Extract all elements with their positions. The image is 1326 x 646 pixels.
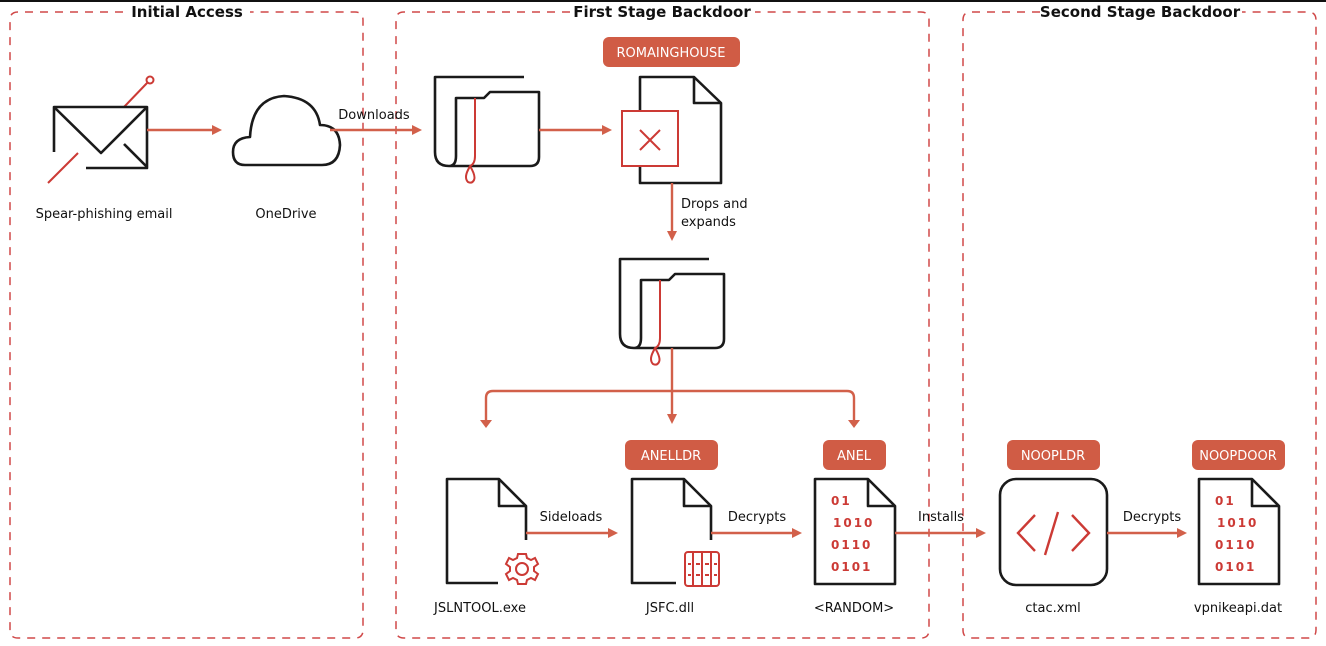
binary-row: 0101	[831, 560, 872, 574]
node-label: <RANDOM>	[814, 601, 894, 616]
badge-label: ANEL	[837, 449, 872, 464]
edge-label-installs: Installs	[918, 510, 964, 525]
binary-file-icon: 01 1010 0110 0101	[1197, 477, 1281, 586]
gear-icon	[504, 553, 540, 585]
edge-label-decrypts-2: Decrypts	[1123, 510, 1182, 525]
edge-label-sideloads: Sideloads	[540, 510, 603, 525]
binary-file-icon: 01 1010 0110 0101	[813, 477, 897, 586]
binary-row: 0110	[1215, 538, 1256, 552]
binary-row: 1010	[1217, 516, 1258, 530]
node-vpnikeapi-dat[interactable]: NOOPDOOR 01 1010 0110 0101 vpnikeapi.dat	[1192, 440, 1285, 616]
badge-romainghouse	[603, 37, 740, 67]
node-jsfc-dll[interactable]: ANELLDR JSFC.dll	[625, 440, 720, 616]
badge-noopdoor	[1192, 440, 1285, 470]
malicious-document-icon	[621, 75, 723, 185]
group-title-second-stage: Second Stage Backdoor	[1040, 3, 1241, 21]
node-romainghouse[interactable]: ROMAINGHOUSE	[603, 37, 740, 185]
binary-row: 0110	[831, 538, 872, 552]
node-label: JSFC.dll	[645, 601, 694, 616]
node-label: OneDrive	[255, 207, 316, 222]
envelope-icon	[47, 75, 155, 184]
library-icon	[684, 551, 720, 587]
badge-anel	[823, 440, 886, 470]
group-title-first-stage: First Stage Backdoor	[573, 3, 751, 21]
edge-label-downloads: Downloads	[338, 108, 410, 123]
node-label: JSLNTOOL.exe	[433, 601, 526, 616]
node-spear-phishing-email[interactable]: Spear-phishing email	[36, 75, 173, 223]
node-onedrive[interactable]: OneDrive	[231, 94, 342, 222]
executable-file-icon	[445, 477, 540, 585]
node-label: Spear-phishing email	[36, 207, 173, 222]
archive-folder-icon	[433, 75, 541, 184]
dll-file-icon	[630, 477, 720, 587]
badge-label: ROMAINGHOUSE	[617, 46, 726, 61]
code-file-icon	[998, 477, 1109, 587]
node-archive-1[interactable]	[433, 75, 541, 184]
binary-row: 1010	[833, 516, 874, 530]
group-initial-access: Initial Access	[9, 3, 364, 639]
node-random[interactable]: ANEL 01 1010 0110 0101 <RANDOM>	[813, 440, 897, 616]
badge-label: NOOPLDR	[1021, 449, 1085, 464]
edge-label-drops: Drops and	[681, 197, 748, 212]
node-label: vpnikeapi.dat	[1194, 601, 1282, 616]
edge-label-decrypts-1: Decrypts	[728, 510, 787, 525]
node-jslntool[interactable]: JSLNTOOL.exe	[433, 477, 540, 616]
badge-anelldr	[625, 440, 718, 470]
archive-folder-icon	[618, 257, 726, 366]
node-archive-2[interactable]	[618, 257, 726, 366]
group-first-stage: First Stage Backdoor	[395, 3, 930, 639]
badge-noopldr	[1007, 440, 1100, 470]
top-border	[0, 0, 1326, 2]
binary-row: 01	[1215, 494, 1236, 508]
node-ctac-xml[interactable]: NOOPLDR ctac.xml	[998, 440, 1109, 616]
edge-label-expands: expands	[681, 215, 736, 230]
badge-label: ANELLDR	[641, 449, 701, 464]
cloud-icon	[231, 94, 342, 167]
node-label: ctac.xml	[1025, 601, 1080, 616]
badge-label: NOOPDOOR	[1199, 449, 1277, 464]
group-title-initial-access: Initial Access	[131, 3, 243, 21]
group-second-stage: Second Stage Backdoor	[962, 3, 1317, 639]
split-arrows	[480, 348, 860, 428]
binary-row: 01	[831, 494, 852, 508]
binary-row: 0101	[1215, 560, 1256, 574]
